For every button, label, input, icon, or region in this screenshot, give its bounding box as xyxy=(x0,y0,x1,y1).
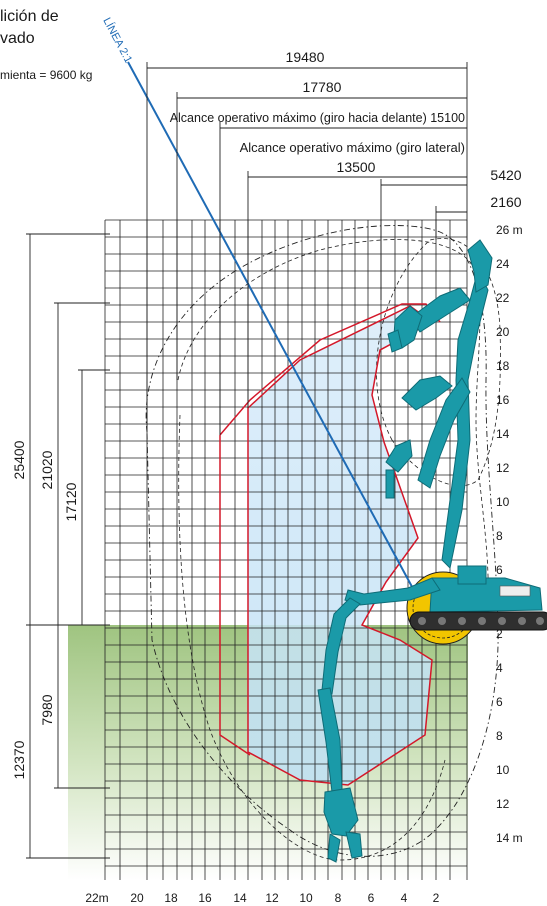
x-tick-label: 20 xyxy=(130,891,144,905)
line-2-1-label: LÍNEA 2:1 xyxy=(100,15,135,65)
x-tick-label: 8 xyxy=(335,891,342,905)
y-tick-label-up: 24 xyxy=(496,257,510,271)
y-tick-label-down: 10 xyxy=(496,763,510,777)
x-tick-label: 2 xyxy=(433,891,440,905)
y-tick-label-up: 14 xyxy=(496,427,510,441)
x-tick-label: 12 xyxy=(265,891,279,905)
dim-19480: 19480 xyxy=(286,49,325,65)
diagram-title-line1: lición de xyxy=(0,8,59,25)
x-tick-label: 6 xyxy=(368,891,375,905)
y-tick-label-down: 4 xyxy=(496,661,503,675)
diagram-title-line2: vado xyxy=(0,30,35,47)
y-tick-label-up: 26 m xyxy=(496,223,523,237)
x-axis-labels: 22m 20 18 16 14 12 10 8 6 4 2 xyxy=(85,891,439,905)
dim-25400: 25400 xyxy=(11,440,27,479)
y-tick-label-down: 8 xyxy=(496,729,503,743)
y-tick-label-up: 18 xyxy=(496,359,510,373)
y-tick-label-down: 14 m xyxy=(496,831,523,845)
dim-15100: Alcance operativo máximo (giro hacia del… xyxy=(170,111,465,125)
dashed-envelope-2 xyxy=(376,238,501,487)
y-tick-label-up: 10 xyxy=(496,495,510,509)
y-tick-label-down: 12 xyxy=(496,797,510,811)
dim-13500-label: Alcance operativo máximo (giro lateral) xyxy=(240,140,465,155)
y-tick-label-up: 22 xyxy=(496,291,510,305)
tool-weight-note: mienta = 9600 kg xyxy=(0,68,93,82)
horizontal-dimensions xyxy=(146,62,468,435)
dim-12370: 12370 xyxy=(11,740,27,779)
x-tick-label: 18 xyxy=(164,891,178,905)
dim-21020: 21020 xyxy=(39,450,55,489)
dim-13500: 13500 xyxy=(337,159,376,175)
line-2-1 xyxy=(127,61,431,621)
dim-2160: 2160 xyxy=(490,194,521,210)
x-tick-label: 10 xyxy=(299,891,313,905)
dim-17780: 17780 xyxy=(303,79,342,95)
y-axis-up-labels: 26 m 24 22 20 18 16 14 12 10 8 6 xyxy=(496,223,523,577)
vertical-dimensions xyxy=(26,233,110,859)
y-tick-label-up: 8 xyxy=(496,529,503,543)
y-tick-label-up: 12 xyxy=(496,461,510,475)
machine-base xyxy=(406,565,547,645)
outer-envelope-dashdot xyxy=(145,225,499,857)
dim-5420: 5420 xyxy=(490,167,521,183)
y-tick-label-up: 20 xyxy=(496,325,510,339)
x-tick-label: 14 xyxy=(233,891,247,905)
reach-fill xyxy=(248,306,432,785)
x-tick-label: 16 xyxy=(198,891,212,905)
machine-upper-pose xyxy=(385,239,493,570)
dim-7980: 7980 xyxy=(39,694,55,725)
x-tick-label: 4 xyxy=(401,891,408,905)
dashed-envelope-3 xyxy=(178,414,446,861)
y-axis-down-labels: 2 4 6 8 10 12 14 m xyxy=(496,627,523,845)
machine-lower-pose xyxy=(317,577,441,863)
y-tick-label-down: 6 xyxy=(496,695,503,709)
y-tick-label-down: 2 xyxy=(496,627,503,641)
y-tick-label-up: 16 xyxy=(496,393,510,407)
y-tick-label-up: 6 xyxy=(496,563,503,577)
dim-17120: 17120 xyxy=(63,482,79,521)
x-tick-label: 22m xyxy=(85,891,108,905)
